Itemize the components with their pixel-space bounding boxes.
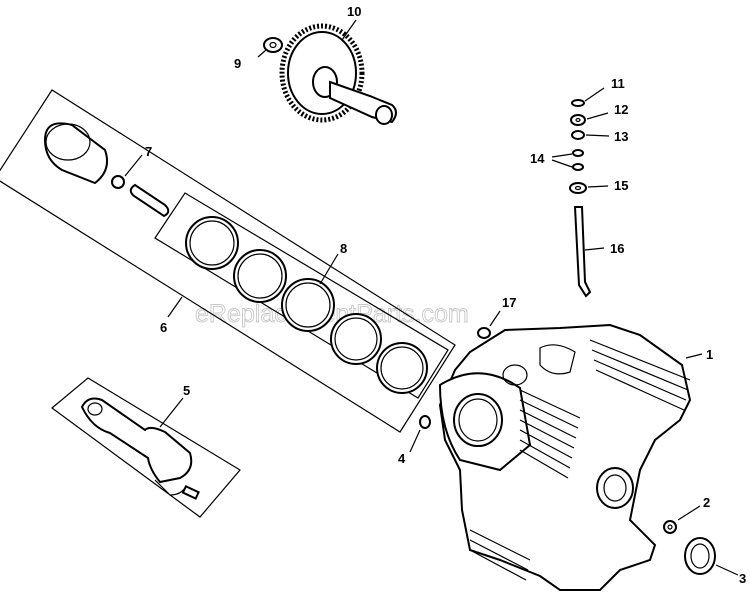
callout-15: 15 [614,178,628,193]
plug-4 [419,415,431,429]
piston-assembly-box [0,89,456,433]
washer-stack [569,99,587,194]
callout-5: 5 [183,383,190,398]
leader-lines [124,19,739,576]
callout-3: 3 [739,571,746,586]
crankcase [438,323,692,591]
callout-1: 1 [706,347,713,362]
callout-6: 6 [160,320,167,335]
camshaft-gear [279,23,397,125]
piston-pin-clip [111,175,170,218]
callout-2: 2 [703,495,710,510]
piston-rings [185,216,428,394]
callout-14: 14 [530,151,545,166]
callout-16: 16 [610,241,624,256]
callout-9: 9 [234,56,241,71]
callout-8: 8 [340,241,347,256]
callout-10: 10 [347,4,361,19]
callout-17: 17 [502,295,516,310]
callout-11: 11 [611,76,625,91]
callout-12: 12 [614,102,628,117]
fitting-2 [663,520,677,534]
connecting-rod [80,397,200,500]
callout-4: 4 [398,451,406,466]
piston [43,122,108,185]
pin-17 [477,327,491,339]
governor-rod [573,206,592,298]
callout-7: 7 [145,144,152,159]
ring-set-box [154,192,449,399]
callout-13: 13 [614,129,628,144]
connecting-rod-box [51,377,241,518]
oil-seal [684,537,716,575]
washer-9 [263,37,283,53]
